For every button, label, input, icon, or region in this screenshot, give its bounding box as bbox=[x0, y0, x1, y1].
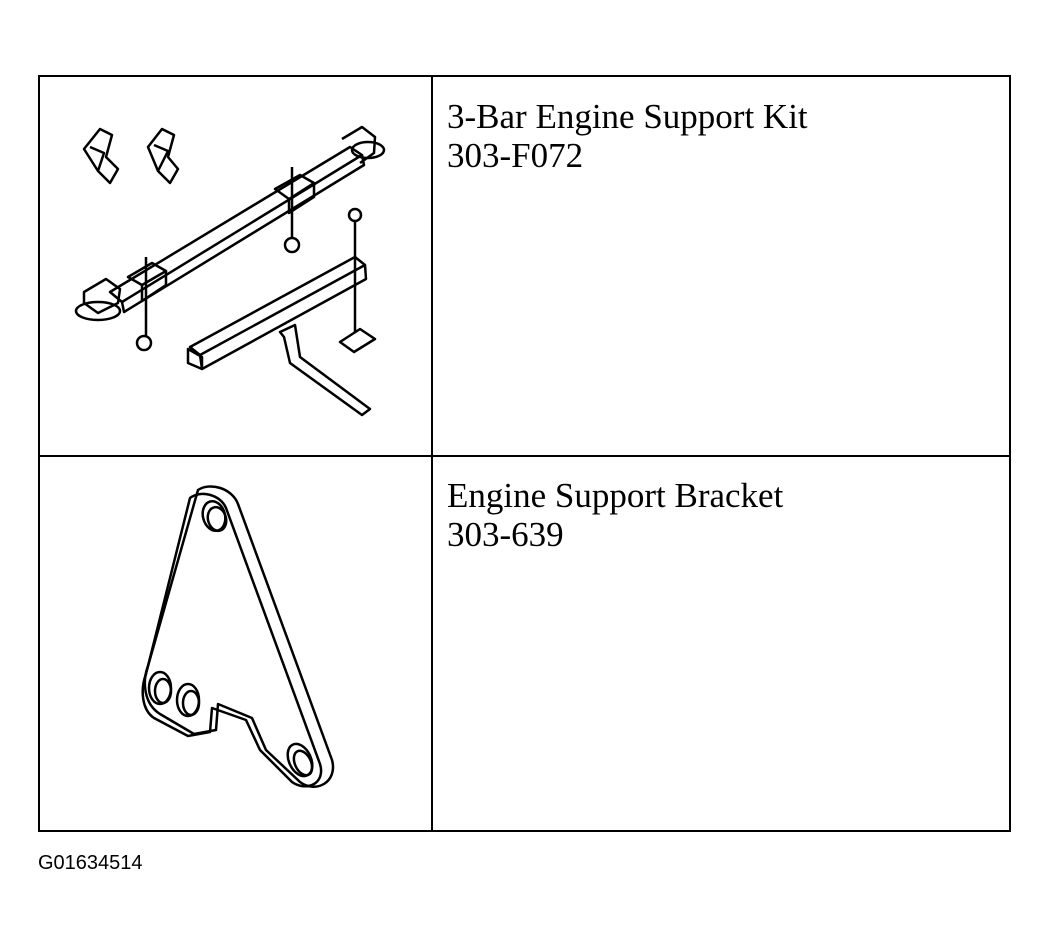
tool-part-number: 303-F072 bbox=[447, 136, 584, 175]
tool-part-number: 303-639 bbox=[447, 515, 564, 554]
tool-info-1: 3-Bar Engine Support Kit 303-F072 bbox=[447, 97, 808, 175]
figure-id: G01634514 bbox=[38, 852, 143, 874]
tool-info-2: Engine Support Bracket 303-639 bbox=[447, 476, 783, 554]
engine-support-bracket-icon bbox=[140, 482, 340, 792]
tool-name: 3-Bar Engine Support Kit bbox=[447, 97, 808, 136]
engine-support-kit-icon bbox=[70, 117, 410, 417]
tool-name: Engine Support Bracket bbox=[447, 476, 784, 515]
tool-table: 3-Bar Engine Support Kit 303-F072 Engine… bbox=[38, 75, 1011, 832]
table-row-divider bbox=[40, 455, 1009, 457]
table-column-divider bbox=[431, 77, 433, 830]
